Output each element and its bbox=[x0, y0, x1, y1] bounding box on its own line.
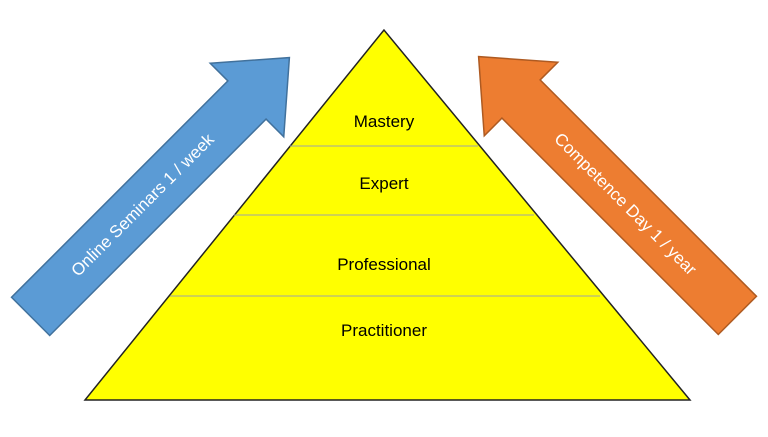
level-label-mastery: Mastery bbox=[354, 112, 415, 131]
pyramid: Mastery Expert Professional Practitioner bbox=[83, 28, 692, 401]
level-label-practitioner: Practitioner bbox=[341, 321, 427, 340]
level-label-professional: Professional bbox=[337, 255, 431, 274]
right-arrow-label: Competence Day 1 / year bbox=[550, 129, 700, 279]
up-left-arrow-shape bbox=[477, 55, 758, 336]
left-arrow-label: Online Seminars 1 / week bbox=[67, 129, 218, 280]
up-right-arrow-shape bbox=[10, 56, 291, 337]
level-label-expert: Expert bbox=[359, 174, 408, 193]
